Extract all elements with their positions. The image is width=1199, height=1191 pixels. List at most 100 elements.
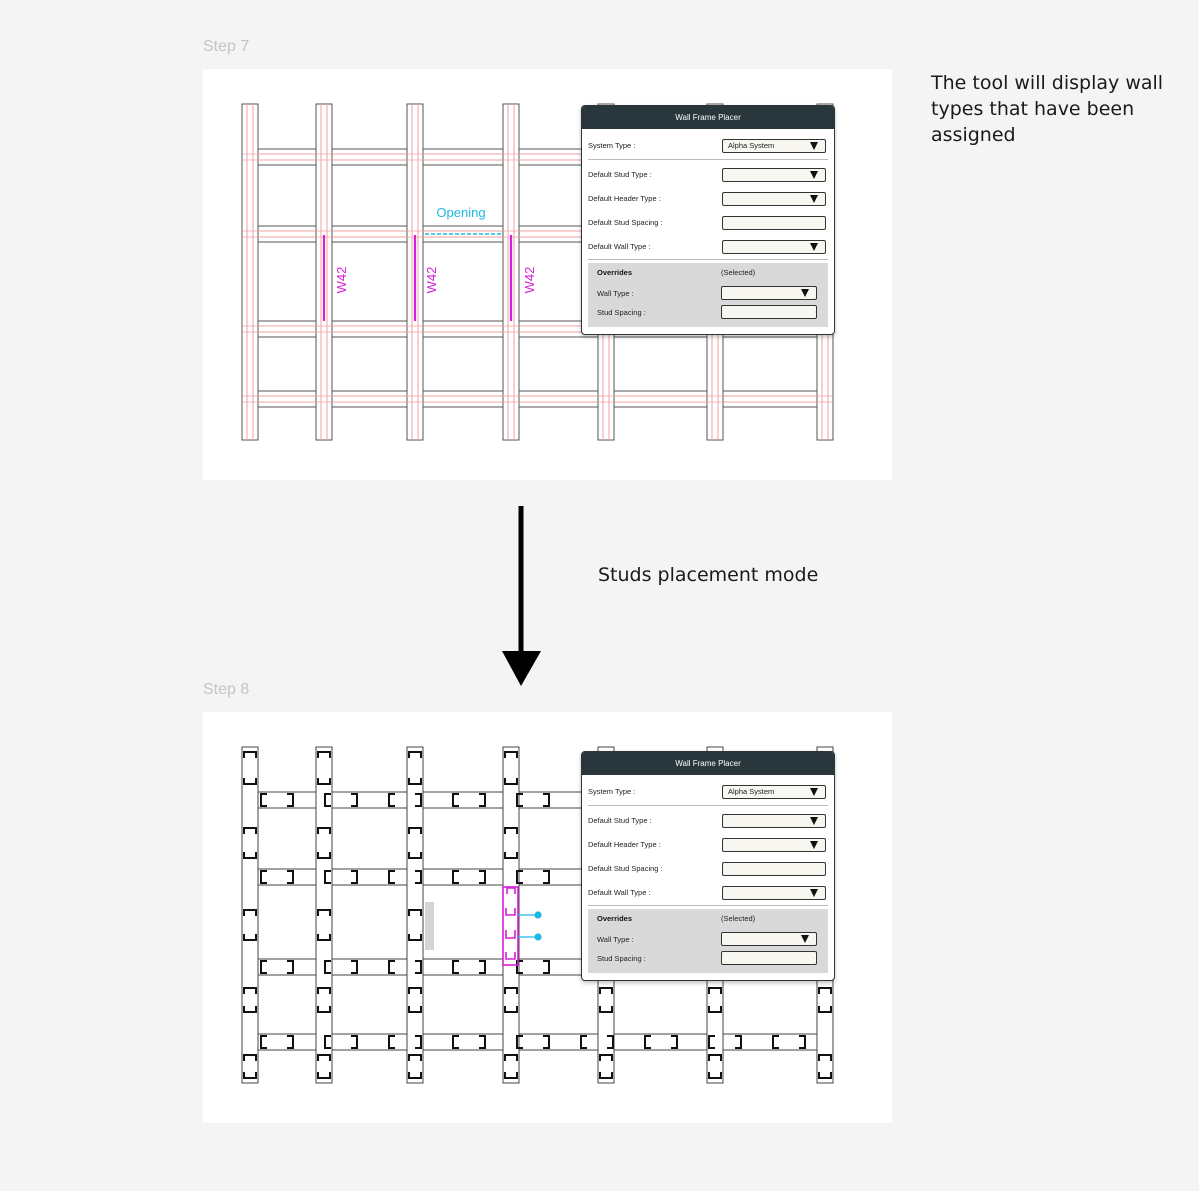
stud[interactable] [408,1072,422,1079]
stud[interactable] [317,1072,331,1079]
stud[interactable] [324,870,331,884]
stud[interactable] [504,1006,518,1013]
stud[interactable] [408,1054,422,1061]
stud[interactable] [317,827,331,834]
stud[interactable] [243,827,257,834]
stud[interactable] [479,870,486,884]
stud[interactable] [260,1035,267,1049]
stud[interactable] [317,852,331,859]
stud[interactable] [599,1072,613,1079]
stud[interactable] [452,870,459,884]
stud[interactable] [504,751,518,758]
stud[interactable] [708,987,722,994]
stud[interactable] [351,960,358,974]
step-7-canvas[interactable]: Opening W42 W42 W42 Wall Frame Placer Sy… [203,69,892,480]
stud[interactable] [644,1035,651,1049]
stud[interactable] [415,960,422,974]
stud[interactable] [243,987,257,994]
stud[interactable] [415,1035,422,1049]
stud[interactable] [708,1072,722,1079]
stud[interactable] [479,793,486,807]
stud[interactable] [479,1035,486,1049]
stud[interactable] [818,987,832,994]
stud[interactable] [708,1054,722,1061]
selected-studs[interactable] [502,886,519,966]
stud[interactable] [708,1035,715,1049]
stud[interactable] [287,793,294,807]
stud[interactable] [408,827,422,834]
stud[interactable] [260,960,267,974]
stud[interactable] [735,1035,742,1049]
system-type-dropdown[interactable]: Alpha System [722,139,826,153]
step-8-canvas[interactable]: Wall Frame Placer System Type : Alpha Sy… [203,712,892,1123]
stud[interactable] [243,751,257,758]
stud[interactable] [516,960,523,974]
wall-type-dropdown[interactable] [721,932,817,946]
stud[interactable] [708,1006,722,1013]
stud[interactable] [408,909,422,916]
wall-type-dropdown[interactable] [721,286,817,300]
vertical-wall[interactable] [315,746,333,1084]
stud[interactable] [543,870,550,884]
default-stud-spacing-input[interactable] [722,862,826,876]
stud[interactable] [452,793,459,807]
stud[interactable] [504,778,518,785]
stud[interactable] [516,870,523,884]
stud[interactable] [287,1035,294,1049]
stud[interactable] [260,870,267,884]
default-header-type-dropdown[interactable] [722,192,826,206]
stud[interactable] [818,1054,832,1061]
stud[interactable] [504,852,518,859]
stud[interactable] [408,934,422,941]
stud[interactable] [607,1035,614,1049]
stud[interactable] [324,793,331,807]
stud[interactable] [243,852,257,859]
stud-spacing-input[interactable] [721,305,817,319]
stud[interactable] [287,960,294,974]
stud[interactable] [504,1072,518,1079]
default-wall-type-dropdown[interactable] [722,886,826,900]
stud[interactable] [317,751,331,758]
stud[interactable] [408,778,422,785]
stud[interactable] [415,870,422,884]
stud[interactable] [415,793,422,807]
default-header-type-dropdown[interactable] [722,838,826,852]
stud[interactable] [504,987,518,994]
stud[interactable] [818,1006,832,1013]
stud[interactable] [818,1072,832,1079]
stud[interactable] [543,793,550,807]
stud[interactable] [772,1035,779,1049]
stud[interactable] [317,909,331,916]
stud[interactable] [479,960,486,974]
stud[interactable] [388,1035,395,1049]
stud[interactable] [317,987,331,994]
vertical-wall[interactable] [241,746,259,1084]
stud[interactable] [388,960,395,974]
default-stud-type-dropdown[interactable] [722,814,826,828]
stud-spacing-input[interactable] [721,951,817,965]
stud[interactable] [516,793,523,807]
stud[interactable] [260,793,267,807]
stud[interactable] [452,1035,459,1049]
stud[interactable] [317,1054,331,1061]
system-type-dropdown[interactable]: Alpha System [722,785,826,799]
default-wall-type-dropdown[interactable] [722,240,826,254]
stud[interactable] [243,1006,257,1013]
stud[interactable] [580,1035,587,1049]
stud[interactable] [243,1072,257,1079]
stud[interactable] [388,870,395,884]
stud[interactable] [671,1035,678,1049]
stud[interactable] [243,1054,257,1061]
stud-markers[interactable] [518,911,542,941]
stud[interactable] [599,987,613,994]
stud[interactable] [599,1054,613,1061]
default-stud-type-dropdown[interactable] [722,168,826,182]
stud[interactable] [408,1006,422,1013]
stud[interactable] [317,1006,331,1013]
vertical-wall[interactable] [406,746,424,1084]
stud[interactable] [351,793,358,807]
stud[interactable] [452,960,459,974]
stud[interactable] [324,1035,331,1049]
stud[interactable] [543,960,550,974]
stud[interactable] [504,827,518,834]
